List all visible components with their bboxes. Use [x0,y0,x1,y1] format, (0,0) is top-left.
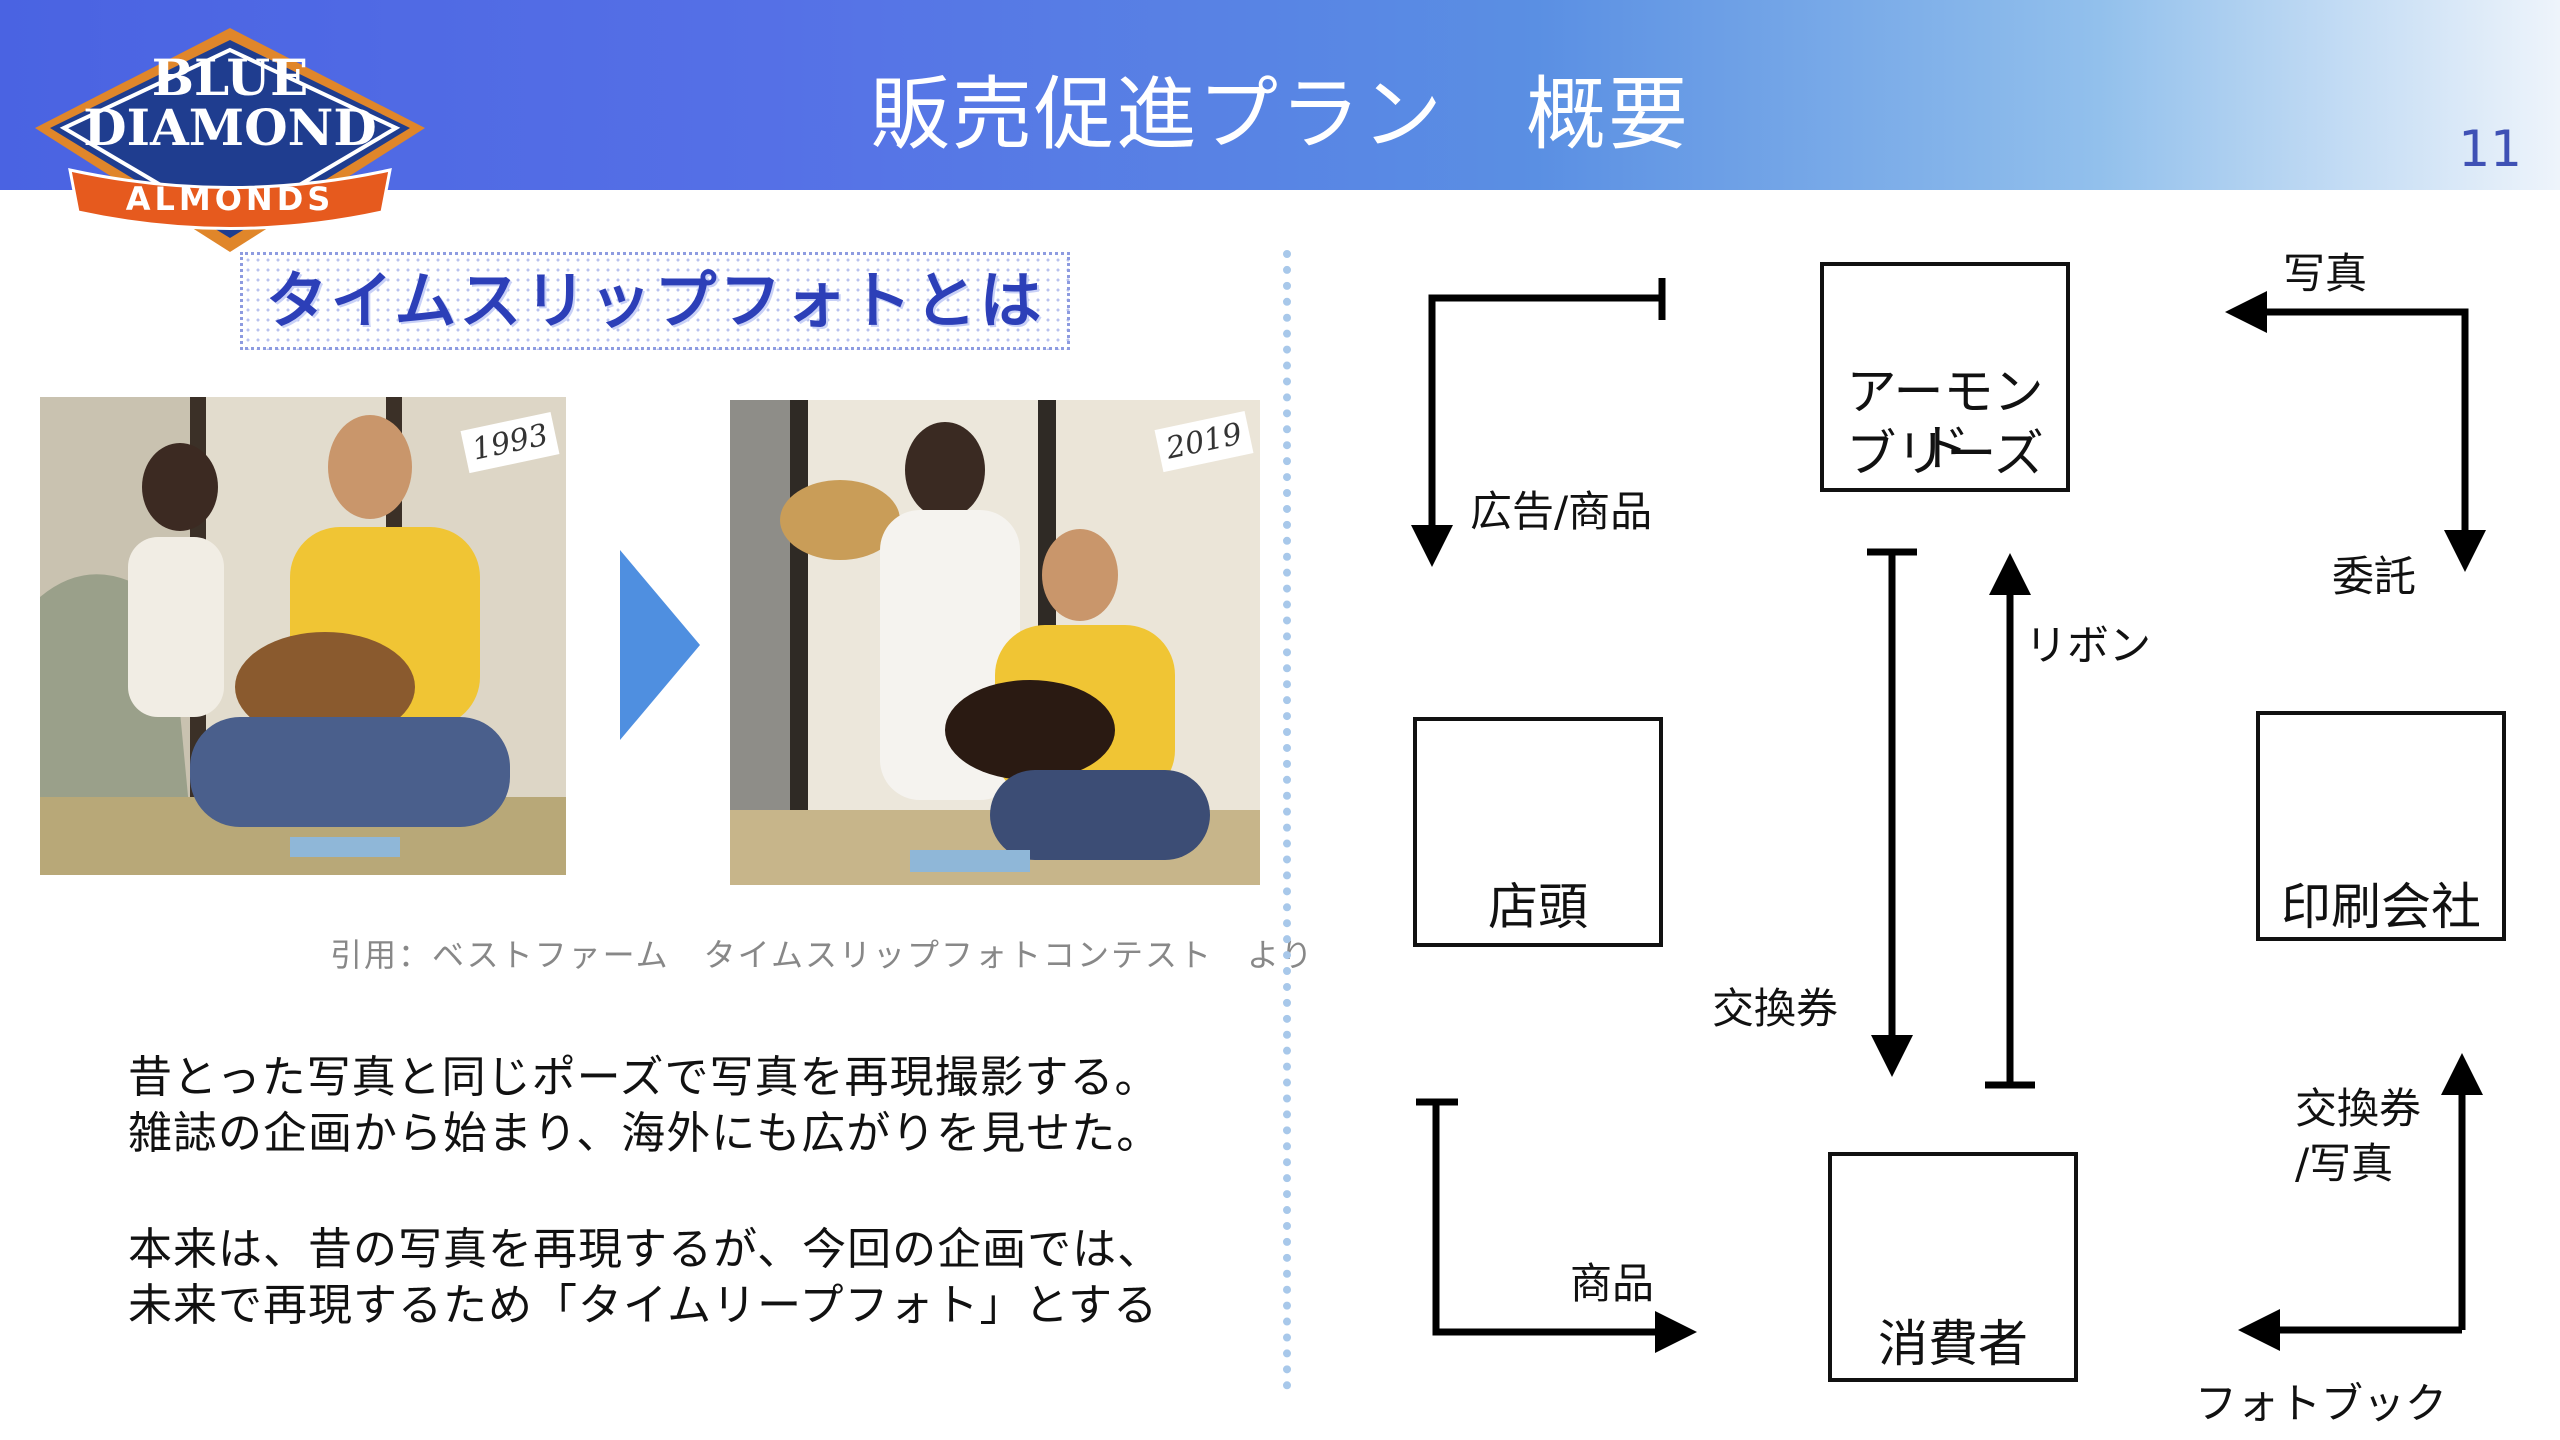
page-title: 販売促進プラン 概要 [870,68,1690,161]
arrow-ad-product [1411,294,1662,567]
label-photobook: フォトブック [2195,1379,2448,1428]
description-line: 未来で再現するため「タイムリープフォト」とする [128,1280,1159,1331]
header-banner [0,0,2560,190]
label-product: 商品 [1570,1259,1655,1308]
section-heading: タイムスリップフォトとは [240,252,1070,350]
label-voucher: 交換券 [1712,984,1839,1033]
label-voucher-photo-1: 交換券 [2295,1084,2422,1133]
photo-after: 2019 [730,400,1260,885]
node-printing-company: 印刷会社 [2256,711,2506,941]
photo-before: 1993 [40,397,566,875]
node-almond-breeze-label-1: アーモンド [1846,363,2044,477]
node-store: 店頭 [1413,717,1663,947]
label-photo: 写真 [2283,249,2368,298]
logo-text-diamond: DIAMOND [83,98,377,157]
node-store-label: 店頭 [1488,878,1588,936]
logo-text-almonds: ALMONDS [126,180,335,218]
node-consumer: 消費者 [1828,1152,2078,1382]
play-arrow-icon [620,550,700,740]
label-voucher-photo-2: /写真 [2295,1139,2394,1188]
citation-text: 引用：ベストファーム タイムスリップフォトコンテスト より [330,936,1315,974]
page-number: 11 [2458,120,2522,178]
description-line: 雑誌の企画から始まり、海外にも広がりを見せた。 [128,1108,1162,1159]
label-commission: 委託 [2332,552,2417,601]
column-divider [1283,250,1291,1390]
description-line: 昔とった写真と同じポーズで写真を再現撮影する。 [128,1052,1160,1103]
node-consumer-label: 消費者 [1878,1315,2028,1373]
arrow-product [1432,1102,1697,1353]
node-almond-breeze-label-2: ブリーズ [1846,425,2044,483]
node-printing-company-label: 印刷会社 [2281,878,2481,936]
label-ad-product: 広告/商品 [1470,487,1653,536]
description-paragraph-1: 昔とった写真と同じポーズで写真を再現撮影する。 雑誌の企画から始まり、海外にも広… [128,1050,1288,1162]
logo-text-blue: BLUE [152,48,308,107]
node-almond-breeze: アーモンド ブリーズ [1820,262,2070,492]
description-line: 本来は、昔の写真を再現するが、今回の企画では、 [128,1224,1163,1275]
description-paragraph-2: 本来は、昔の写真を再現するが、今回の企画では、 未来で再現するため「タイムリープ… [128,1222,1288,1334]
blue-diamond-logo: BLUE DIAMOND ALMONDS [35,28,425,252]
label-ribbon: リボン [2025,621,2152,670]
arrow-photo-commission [2232,308,2486,572]
